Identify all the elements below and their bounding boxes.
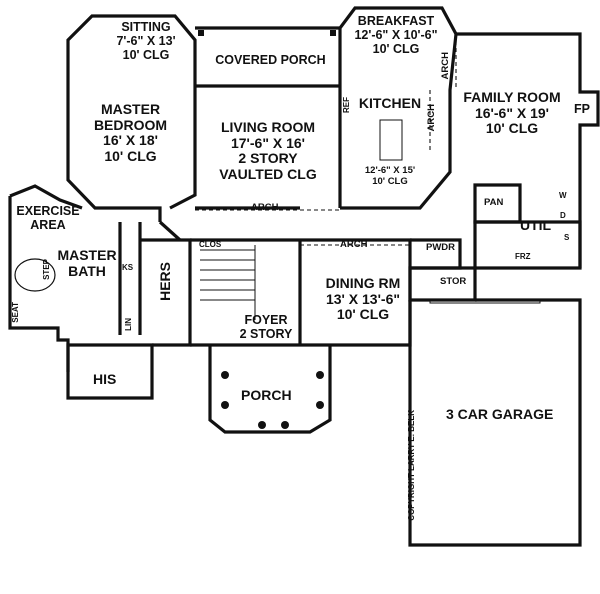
room-dims: 12'-6" X 10'-6": [354, 28, 438, 42]
his-closet-label: HIS: [93, 371, 117, 387]
utility-room-label: UTIL: [520, 217, 552, 233]
living-room-label: LIVING ROOM 17'-6" X 16' 2 STORY VAULTED…: [200, 119, 336, 183]
room-height: 2 STORY: [239, 327, 293, 341]
breakfast-bay-wall: [338, 6, 458, 86]
powder-room-label: PWDR: [426, 242, 456, 253]
arch-label: ARCH: [251, 202, 279, 213]
step-label: STEP: [42, 259, 51, 280]
porch-column: [221, 401, 229, 409]
room-dims: 7'-6" X 13': [116, 34, 176, 48]
arch-label: ARCH: [426, 104, 437, 132]
room-name: EXERCISE: [16, 204, 80, 218]
kitchen-wall: [340, 33, 458, 210]
arch-label: ARCH: [340, 239, 368, 250]
room-name: MASTER: [100, 101, 161, 117]
garage-wall: [408, 298, 582, 547]
master-bedroom-label: MASTER BEDROOM 16' X 18' 10' CLG: [78, 101, 183, 165]
room-name-2: BATH: [68, 262, 106, 279]
foyer-label: FOYER 2 STORY: [236, 313, 296, 341]
room-name: COVERED PORCH: [215, 53, 326, 67]
kitchen-label: KITCHEN: [358, 95, 422, 111]
room-name: SITTING: [121, 20, 171, 34]
porch-column: [281, 421, 289, 429]
room-ceiling: 10' CLG: [372, 42, 420, 56]
porch-column: [221, 371, 229, 379]
hers-wall: [140, 238, 192, 347]
closet-label: CLOS: [199, 240, 222, 249]
room-name: FAMILY ROOM: [463, 89, 561, 105]
room-ceiling: 10' CLG: [122, 48, 170, 62]
exercise-area-label: EXERCISE AREA: [12, 204, 84, 232]
dining-room-label: DINING RM 13' X 13'-6" 10' CLG: [318, 275, 408, 323]
room-ceiling: 10' CLG: [336, 306, 390, 323]
family-room-wall: [456, 32, 600, 268]
master-bath-label: MASTER BATH: [54, 247, 120, 279]
refrigerator-label: REF: [342, 97, 351, 113]
covered-porch-column: [198, 30, 204, 36]
room-name-2: AREA: [30, 218, 66, 232]
kitchen-dims-label: 12'-6" X 15' 10' CLG: [350, 165, 430, 187]
dryer-label: D: [560, 211, 566, 220]
seat-label: SEAT: [11, 302, 20, 323]
room-dims: 12'-6" X 15': [364, 165, 416, 176]
hers-closet-label: HERS: [157, 262, 173, 301]
stair-treads: [200, 245, 256, 320]
linen-label: LIN: [124, 318, 133, 331]
room-name: FOYER: [244, 313, 288, 327]
copyright-notice: COPYRIGHT LARRY E. BELK: [407, 410, 416, 521]
sink-label: S: [564, 233, 570, 242]
room-dims: 17'-6" X 16': [230, 134, 305, 151]
porch-label: PORCH: [241, 387, 292, 403]
sitting-room-label: SITTING 7'-6" X 13' 10' CLG: [100, 20, 192, 62]
covered-porch-label: COVERED PORCH: [203, 53, 338, 67]
bathtub: [14, 258, 56, 292]
washer-label: W: [559, 191, 567, 200]
fireplace-label: FP: [574, 102, 590, 116]
porch-column: [316, 401, 324, 409]
covered-porch-column: [330, 30, 336, 36]
room-ceiling: 10' CLG: [485, 120, 539, 137]
room-name: BREAKFAST: [357, 14, 435, 28]
sitting-bay-wall: [66, 14, 197, 86]
foyer-wall: [190, 238, 302, 347]
room-name: DINING RM: [325, 275, 401, 291]
room-ceiling: 10' CLG: [104, 148, 157, 165]
storage-label: STOR: [440, 276, 467, 287]
room-dims: 16'-6" X 19': [474, 104, 549, 121]
pantry-label: PAN: [484, 197, 504, 208]
porch-wall: [208, 345, 332, 434]
room-ceiling: VAULTED CLG: [219, 166, 317, 183]
porch-column: [258, 421, 266, 429]
room-dims: 16' X 18': [103, 132, 158, 149]
room-name: LIVING ROOM: [220, 119, 316, 135]
his-closet-wall: [66, 343, 154, 400]
freezer-label: FRZ: [515, 252, 531, 261]
family-room-label: FAMILY ROOM 16'-6" X 19' 10' CLG: [452, 89, 572, 137]
ks-label: KS: [122, 263, 134, 272]
room-ceiling: 10' CLG: [372, 175, 408, 187]
porch-column: [316, 371, 324, 379]
arch-label: ARCH: [440, 52, 451, 80]
room-name-2: BEDROOM: [93, 116, 168, 133]
garage-door-frame: [429, 299, 541, 304]
garage-label: 3 CAR GARAGE: [446, 406, 554, 422]
room-dims: 13' X 13'-6": [325, 290, 400, 307]
master-bedroom-wall: [66, 70, 197, 222]
breakfast-label: BREAKFAST 12'-6" X 10'-6" 10' CLG: [341, 14, 451, 56]
living-room-wall: [195, 86, 342, 210]
kitchen-island: [379, 119, 403, 161]
room-name: MASTER: [57, 247, 117, 263]
room-height: 2 STORY: [238, 150, 298, 167]
covered-porch-wall: [195, 26, 340, 88]
utility-wall: [473, 220, 582, 270]
